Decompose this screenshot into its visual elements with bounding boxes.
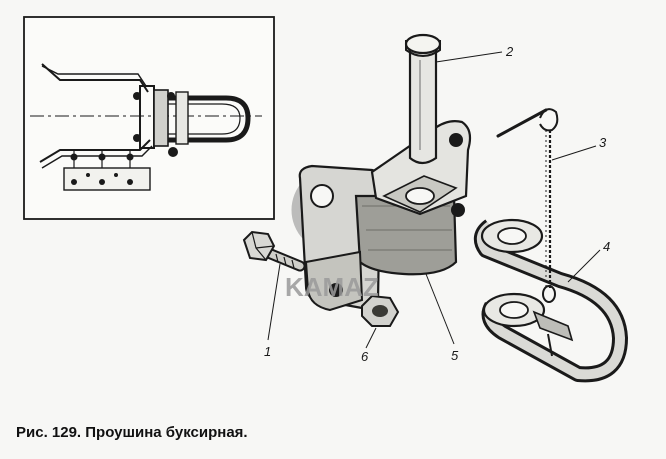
part-1-bolt [242,230,306,272]
callout-2: 2 [505,44,514,59]
callout-1: 1 [264,344,271,359]
part-4-shackle [473,218,628,383]
callout-5: 5 [451,348,459,363]
leader-1 [267,263,281,341]
callout-4: 4 [603,239,610,254]
inset-nut [168,147,178,157]
inset-rail-bottom [39,139,151,163]
part-5-bracket-housing [298,120,472,312]
callout-3: 3 [599,135,607,150]
inset-plate [63,167,151,191]
inset-shackle [168,95,251,143]
kamaz-watermark-text: KAMAZ [285,272,379,302]
callout-6: 6 [361,349,369,364]
part-2-pin [404,33,442,165]
part-6-nut [361,294,400,327]
leader-6 [365,327,377,349]
leader-4 [567,249,601,283]
leader-2 [435,51,503,63]
leader-lines [267,51,601,349]
leader-5 [425,273,455,345]
leader-3 [551,145,597,161]
part-3-cotter-pin-chain [496,108,559,303]
figure-caption: Рис. 129. Проушина буксирная. [16,424,248,441]
assembly-inset [23,16,275,220]
